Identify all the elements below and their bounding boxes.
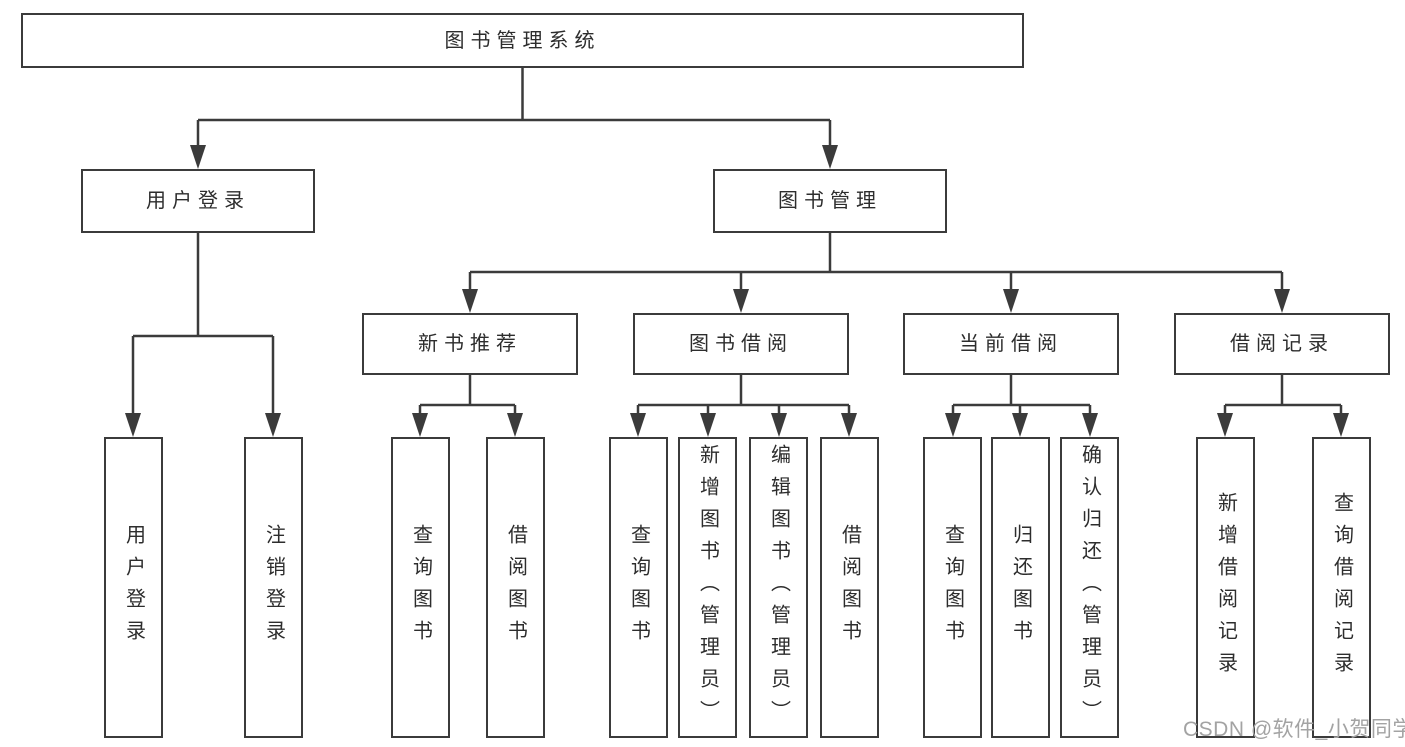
node-current-borrowing: 当前借阅 — [903, 313, 1119, 375]
arrowhead-icon — [1274, 289, 1290, 313]
connector-lines — [131, 68, 1343, 420]
arrowhead-icon — [1003, 289, 1019, 313]
leaf-user-login: 用户登录 — [104, 437, 163, 738]
arrowhead-icon — [822, 145, 838, 169]
leaf-query-books-borrowing: 查询图书 — [609, 437, 668, 738]
leaf-add-borrow-record: 新增借阅记录 — [1196, 437, 1255, 738]
node-user-login: 用户登录 — [81, 169, 315, 233]
leaf-edit-books-admin: 编辑图书（管理员） — [749, 437, 808, 738]
leaf-confirm-return-admin: 确认归还（管理员） — [1060, 437, 1119, 738]
arrowhead-icon — [1012, 413, 1028, 437]
node-new-book-recommend: 新书推荐 — [362, 313, 578, 375]
node-borrow-records: 借阅记录 — [1174, 313, 1390, 375]
node-library-management-system: 图书管理系统 — [21, 13, 1024, 68]
arrowhead-icon — [771, 413, 787, 437]
leaf-logout: 注销登录 — [244, 437, 303, 738]
arrowhead-icon — [265, 413, 281, 437]
leaf-query-books-current: 查询图书 — [923, 437, 982, 738]
arrowhead-icon — [945, 413, 961, 437]
arrowhead-icon — [1082, 413, 1098, 437]
arrowhead-icon — [190, 145, 206, 169]
node-book-management: 图书管理 — [713, 169, 947, 233]
leaf-query-borrow-record: 查询借阅记录 — [1312, 437, 1371, 738]
arrowhead-icon — [700, 413, 716, 437]
leaf-add-books-admin: 新增图书（管理员） — [678, 437, 737, 738]
arrowhead-icon — [462, 289, 478, 313]
csdn-watermark: CSDN @软件_小贺同学 — [1183, 718, 1405, 741]
leaf-return-books: 归还图书 — [991, 437, 1050, 738]
arrowhead-icon — [841, 413, 857, 437]
arrowhead-icon — [125, 413, 141, 437]
leaf-borrow-books-borrowing: 借阅图书 — [820, 437, 879, 738]
arrowhead-icon — [1217, 413, 1233, 437]
arrowhead-icon — [1333, 413, 1349, 437]
arrowhead-icon — [733, 289, 749, 313]
arrowhead-icon — [412, 413, 428, 437]
arrowheads — [125, 145, 1349, 437]
leaf-borrow-books-recommend: 借阅图书 — [486, 437, 545, 738]
leaf-query-books-recommend: 查询图书 — [391, 437, 450, 738]
node-book-borrowing: 图书借阅 — [633, 313, 849, 375]
arrowhead-icon — [507, 413, 523, 437]
arrowhead-icon — [630, 413, 646, 437]
